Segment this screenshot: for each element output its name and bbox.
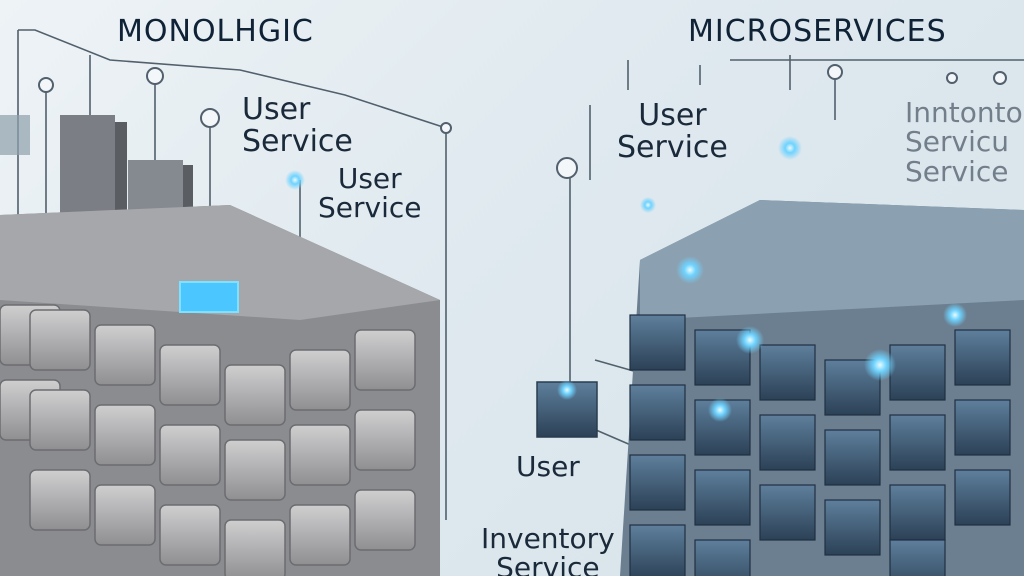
microservices-glows	[285, 136, 967, 422]
mono-user-service-label: User Service	[242, 92, 353, 159]
monolith-screen-glow	[179, 281, 239, 313]
micro-inventory-label: Inventory Service	[481, 524, 615, 576]
micro-inventory-service-label: Inntontor Servicu Service	[905, 96, 1024, 188]
micro-user-service-label: User Service	[617, 98, 728, 165]
microservices-node-icons	[556, 64, 1007, 179]
mono-user-service-label-2: User Service	[318, 162, 422, 225]
monolith-node-icons	[38, 67, 452, 134]
microservices-title: MICROSERVICES	[688, 14, 947, 49]
monolith-blocks	[0, 304, 416, 576]
micro-user-label: User	[516, 450, 580, 483]
monolithic-title: MONOLHGIC	[117, 14, 314, 49]
